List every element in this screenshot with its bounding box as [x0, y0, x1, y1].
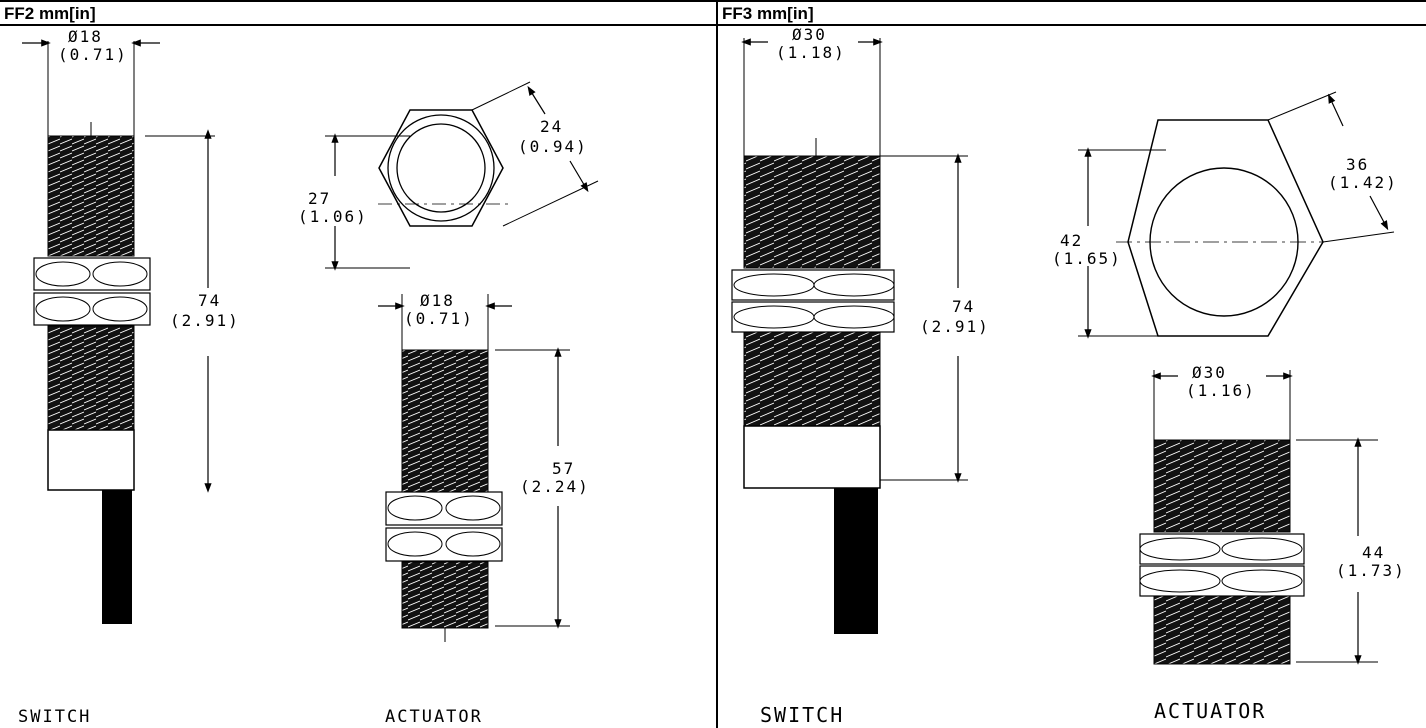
actuator-caption: ACTUATOR — [385, 707, 483, 727]
panel-title: FF3 mm[in] — [722, 4, 814, 23]
hex-end-view — [325, 81, 599, 271]
ff3-drawing: Ø30 (1.18) 74 (2.91) 36 (1.42) 42 (1.65) — [731, 26, 1406, 727]
nut — [33, 257, 151, 326]
hex-corner-inch: (1.06) — [298, 207, 368, 226]
switch-diameter-label: Ø18 — [68, 27, 103, 46]
actuator-caption: ACTUATOR — [1154, 699, 1266, 723]
switch-diameter-inch: (0.71) — [58, 45, 128, 64]
switch-drawing — [731, 38, 968, 634]
panel-title: FF2 mm[in] — [4, 4, 96, 23]
panel-header: FF2 mm[in] — [0, 2, 716, 26]
actuator-diameter-inch: (1.16) — [1186, 381, 1256, 400]
panel-header: FF3 mm[in] — [718, 2, 1426, 26]
ff2-drawing: Ø18 (0.71) 74 (2.91) 24 (0.94) 27 (1.06) — [18, 27, 599, 727]
actuator-length-inch: (2.24) — [520, 477, 590, 496]
hex-flat-inch: (0.94) — [518, 137, 588, 156]
actuator-diameter-inch: (0.71) — [404, 309, 474, 328]
top-border — [0, 0, 1426, 2]
actuator-drawing — [378, 294, 570, 642]
hex-flat-inch: (1.42) — [1328, 173, 1398, 192]
actuator-diameter-label: Ø18 — [420, 291, 455, 310]
switch-diameter-label: Ø30 — [792, 26, 827, 44]
switch-length-label: 74 — [952, 297, 975, 316]
nut — [1139, 533, 1305, 597]
switch-length-inch: (2.91) — [920, 317, 990, 336]
actuator-length-inch: (1.73) — [1336, 561, 1406, 580]
switch-length-label: 74 — [198, 291, 221, 310]
hex-corner-label: 27 — [308, 189, 331, 208]
switch-caption: SWITCH — [760, 703, 844, 727]
panel-ff3: FF3 mm[in] — [716, 0, 1426, 728]
hex-corner-inch: (1.65) — [1052, 249, 1122, 268]
switch-drawing — [22, 39, 215, 624]
hex-corner-label: 42 — [1060, 231, 1083, 250]
switch-caption: SWITCH — [18, 707, 91, 727]
actuator-drawing — [1139, 370, 1378, 665]
switch-diameter-inch: (1.18) — [776, 43, 846, 62]
actuator-length-label: 44 — [1362, 543, 1385, 562]
nut — [731, 269, 895, 333]
nut — [385, 491, 503, 562]
actuator-diameter-label: Ø30 — [1192, 363, 1227, 382]
switch-length-inch: (2.91) — [170, 311, 240, 330]
hex-flat-label: 24 — [540, 117, 563, 136]
actuator-length-label: 57 — [552, 459, 575, 478]
hex-flat-label: 36 — [1346, 155, 1369, 174]
hex-end-view — [1078, 91, 1395, 339]
panel-ff2: FF2 mm[in] — [0, 2, 716, 727]
